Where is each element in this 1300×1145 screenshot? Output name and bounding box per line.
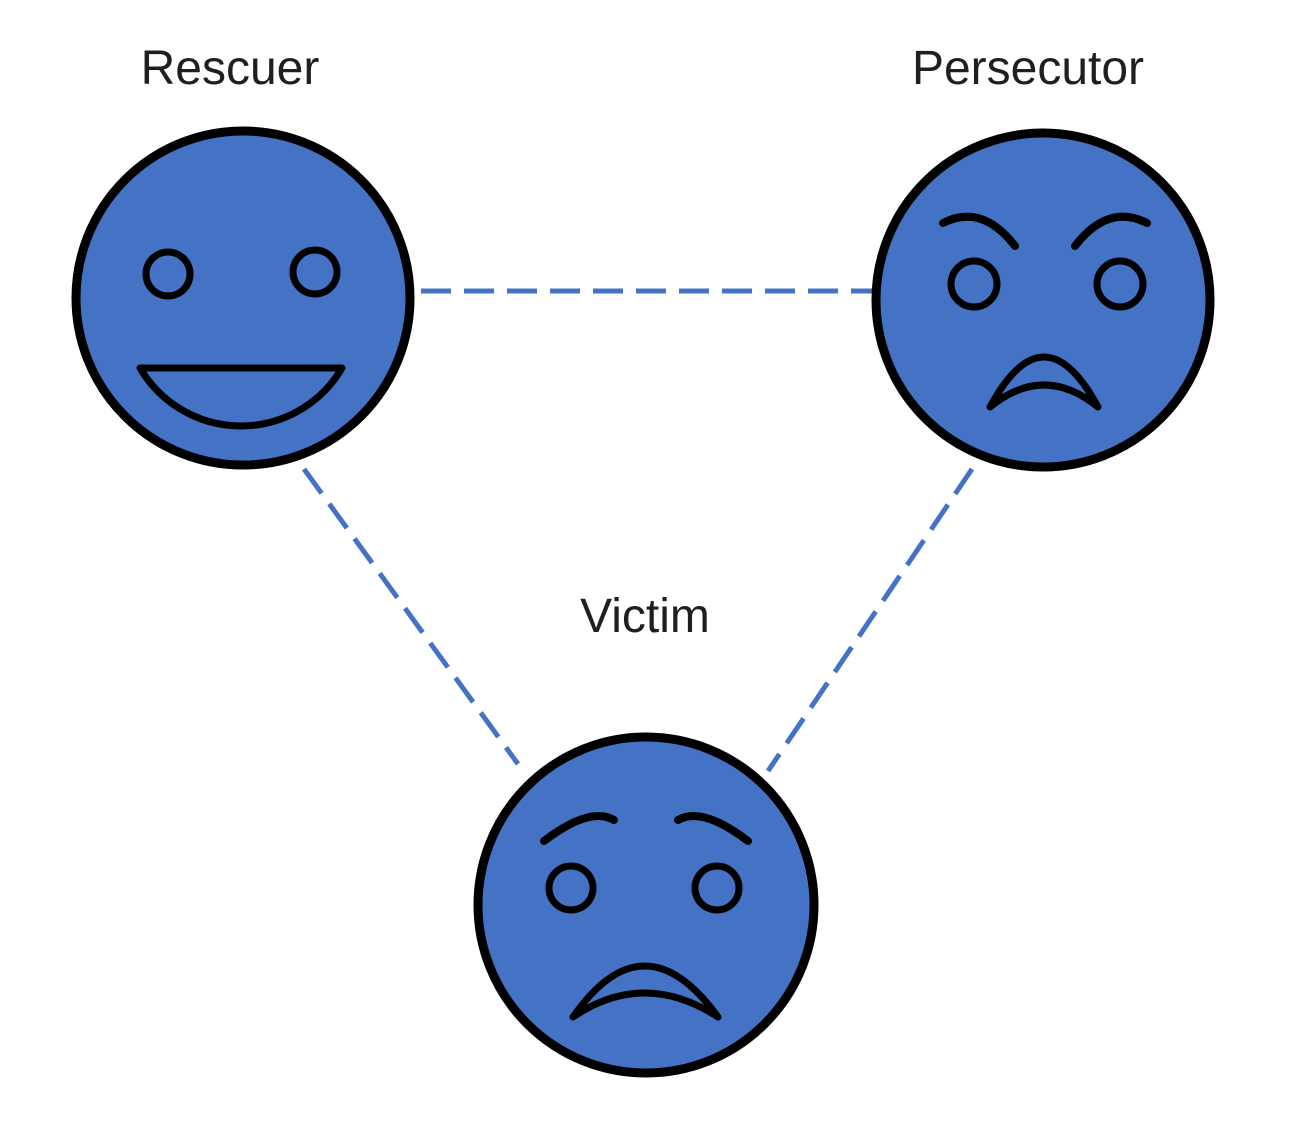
connector-persecutor-victim (765, 467, 975, 773)
persecutor-frown-mouth (986, 353, 1102, 411)
victim-face-circle (473, 732, 819, 1078)
victim-right-eye (691, 862, 743, 914)
victim-frown-mouth (569, 962, 722, 1021)
rescuer-label: Rescuer (141, 42, 320, 95)
persecutor-face-circle (871, 128, 1215, 472)
rescuer-left-eye (142, 248, 194, 300)
rescuer-smile-mouth (136, 364, 346, 430)
connector-rescuer-victim (301, 467, 521, 766)
worried-face-icon (473, 732, 819, 1078)
persecutor-label: Persecutor (912, 42, 1144, 95)
victim-left-eyebrow (540, 812, 618, 845)
victim-left-eye (545, 862, 597, 914)
persecutor-left-eye (947, 257, 1001, 311)
victim-label: Victim (580, 590, 710, 643)
persecutor-right-eyebrow (1071, 212, 1151, 250)
persecutor-left-eyebrow (939, 212, 1019, 250)
rescuer-right-eye (289, 246, 341, 298)
victim-right-eyebrow (674, 812, 752, 845)
happy-face-icon (71, 126, 415, 470)
angry-face-icon (871, 128, 1215, 472)
persecutor-right-eye (1093, 257, 1147, 311)
